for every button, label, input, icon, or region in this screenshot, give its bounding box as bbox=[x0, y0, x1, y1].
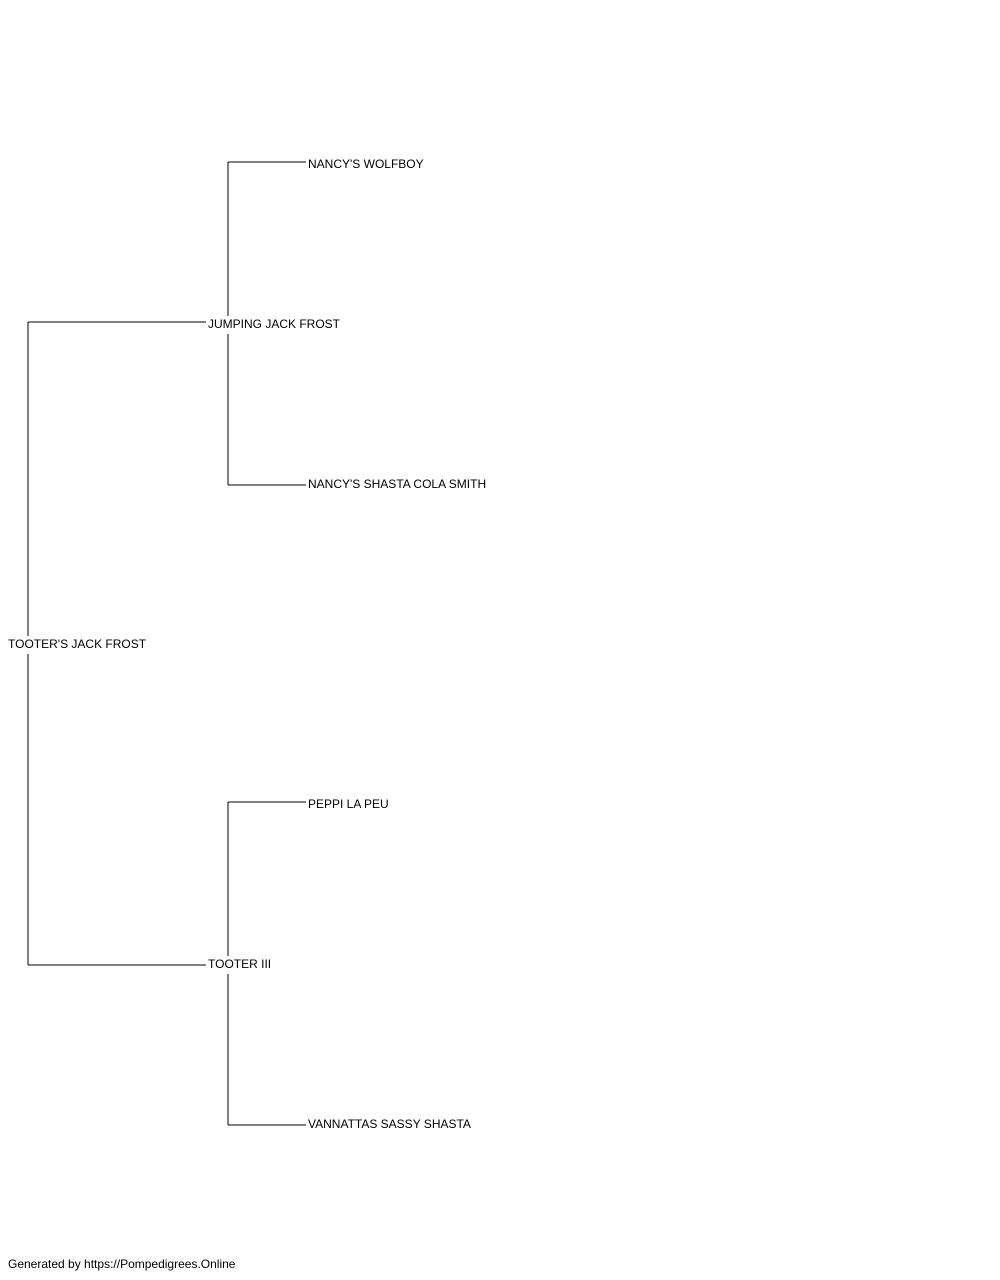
sire-sire-name: NANCY'S WOLFBOY bbox=[308, 157, 424, 171]
sire-name: JUMPING JACK FROST bbox=[208, 317, 341, 331]
generated-by-footer: Generated by https://Pompedigrees.Online bbox=[8, 1257, 236, 1271]
dam-sire-name: PEPPI LA PEU bbox=[308, 797, 389, 811]
dam-name: TOOTER III bbox=[208, 957, 272, 971]
sire-dam-name: NANCY'S SHASTA COLA SMITH bbox=[308, 477, 487, 491]
dam-dam-name: VANNATTAS SASSY SHASTA bbox=[308, 1117, 471, 1131]
subject-name: TOOTER'S JACK FROST bbox=[8, 637, 147, 651]
